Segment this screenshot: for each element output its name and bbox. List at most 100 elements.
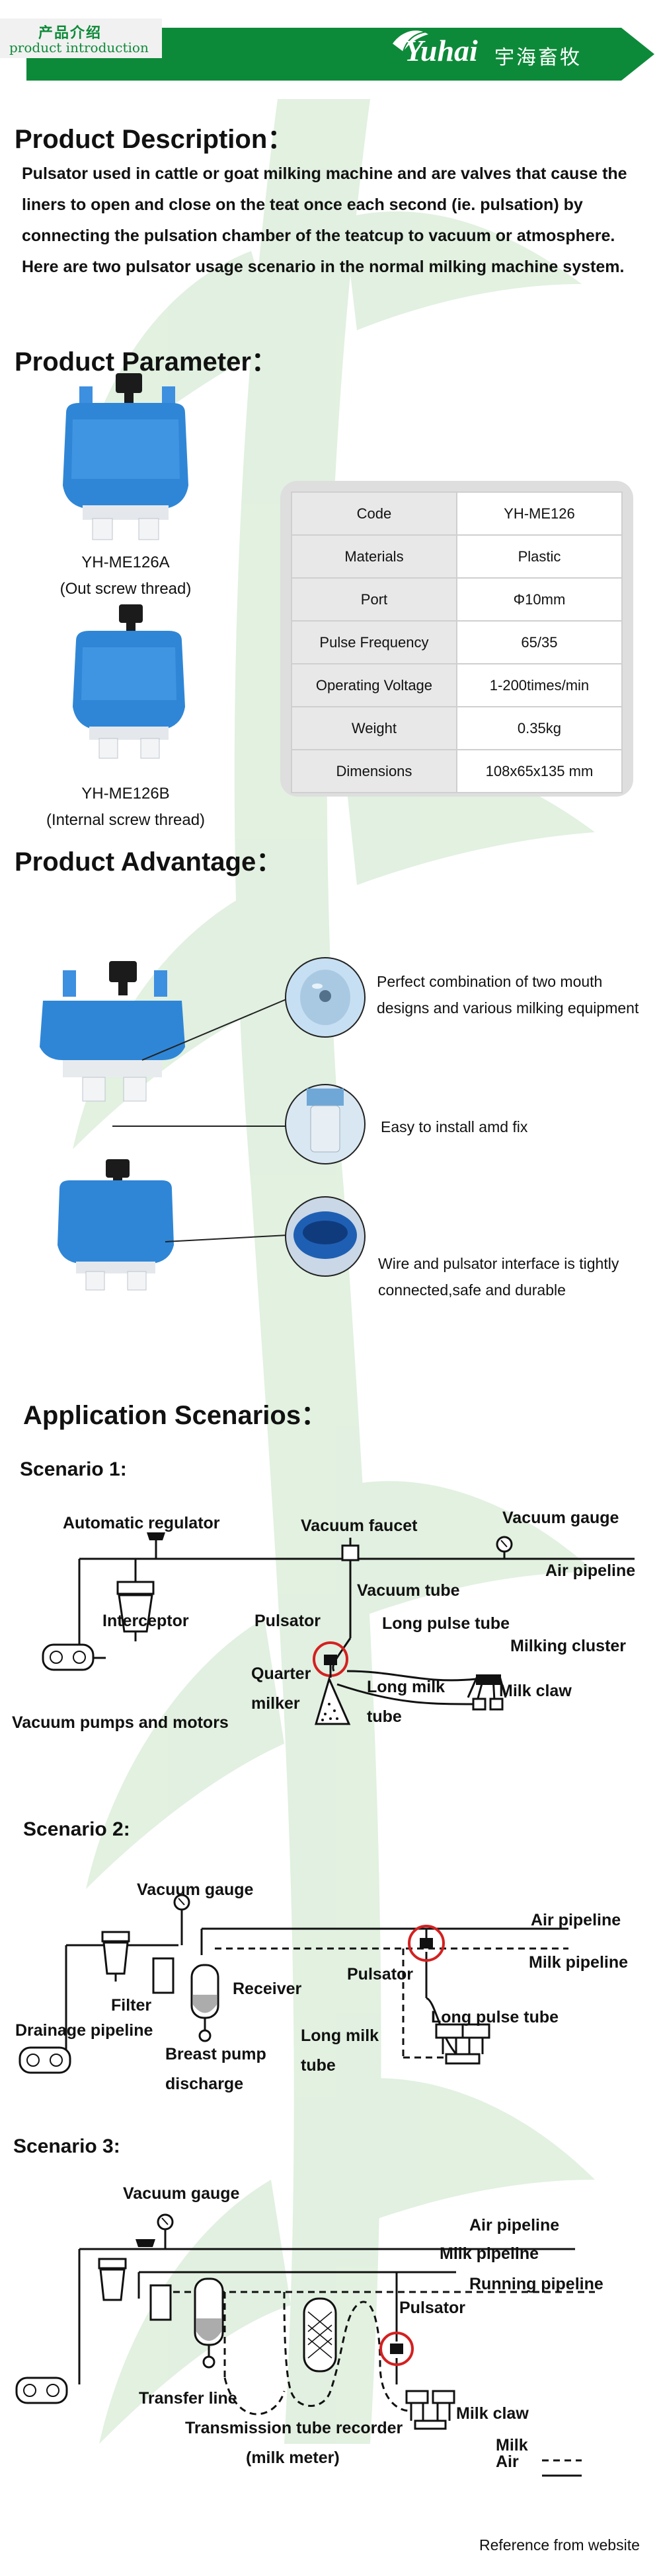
parameter-key-cell: Weight [291,706,457,750]
s2-vacuum-pump-icon [19,2046,71,2074]
parameter-value-cell: Plastic [455,534,623,579]
s1-vacuum-gauge-label: Vacuum gauge [502,1509,619,1527]
brand-chinese-text: 宇海畜牧 [494,46,582,69]
vacuum-gauge-icon [496,1536,513,1559]
header-green-arrow-bar [26,28,654,81]
advantage-item-1-line1: Perfect combination of two mouth [377,973,603,990]
product-introduction-badge: 产品介绍 product introduction [0,18,162,58]
parameter-key-cell: Materials [291,534,457,579]
advantage-item-2-line1: Easy to install amd fix [381,1118,528,1135]
advantage-pulsator-image-2 [58,1159,174,1291]
s2-milk-pipeline-label: Milk pipeline [529,1953,629,1972]
s1-pulsator-label: Pulsator [254,1612,321,1630]
s1-long-milk-tube-line2: tube [367,1707,402,1726]
s3-milk-meter-label: (milk meter) [246,2449,340,2467]
s3-running-pipeline-label: Running pipeline [469,2275,603,2293]
s1-long-pulse-tube-label: Long pulse tube [382,1614,510,1633]
s2-pulsator-icon [408,1925,445,1962]
badge-chinese-label: 产品介绍 [38,24,102,42]
advantage-item-1: Perfect combination of two mouth designs… [377,968,639,1021]
s3-transfer-line-label: Transfer line [139,2389,237,2408]
s1-air-pipeline-label: Air pipeline [545,1561,636,1580]
s2-pulsator-label: Pulsator [347,1965,414,1984]
s1-vacuum-pumps-label: Vacuum pumps and motors [12,1713,229,1732]
s2-breast-pump-line1: Breast pump [165,2045,266,2063]
advantage-item-1-line2: designs and various milking equipment [377,999,639,1017]
parameter-value-cell: 0.35kg [455,706,623,750]
s2-filter-label: Filter [111,1996,152,2015]
model-a-note: (Out screw thread) [59,580,192,598]
s3-milking-cluster-icon [405,2390,455,2430]
s2-receiver-label: Receiver [233,1980,302,1998]
s1-milking-cluster-label: Milking cluster [510,1637,627,1655]
s2-receiver-icon [190,1964,219,2042]
s3-filter-icon [98,2258,127,2301]
s1-milk-claw-label: Milk claw [499,1682,572,1700]
s2-long-pulse-tube-label: Long pulse tube [431,2008,559,2026]
product-description-text: Pulsator used in cattle or goat milking … [22,164,627,276]
s3-milk-claw-label: Milk claw [456,2404,529,2423]
application-scenarios-title: Application Scenarios： [23,1401,328,1430]
s2-trap-icon [152,1957,175,1994]
vacuum-pump-icon [42,1643,95,1671]
scenario-1-title: Scenario 1: [20,1458,127,1480]
s2-filter-icon [101,1931,130,1982]
s3-air-pipeline-label: Air pipeline [469,2216,560,2235]
s3-regulator-icon [136,2239,155,2247]
s1-long-milk-tube-label: Long milk tube [367,1672,445,1732]
s2-drainage-pipeline-label: Drainage pipeline [15,2021,153,2040]
brand-logo: Yuhai 宇海畜牧 [390,25,595,78]
s3-milk-meter-icon [303,2297,337,2373]
parameter-value-cell: Φ10mm [455,577,623,622]
advantage-item-3: Wire and pulsator interface is tightly c… [378,1250,619,1303]
s2-vacuum-gauge-icon [173,1894,190,1945]
product-advantage-title: Product Advantage： [15,847,283,877]
s2-long-milk-tube-line1: Long milk [301,2026,379,2045]
s2-breast-pump-label: Breast pump discharge [165,2040,266,2099]
model-b-note: (Internal screw thread) [46,811,206,829]
page-header: 产品介绍 product introduction Yuhai 宇海畜牧 [0,0,661,106]
s1-quarter-milker-label: Quarter milker [251,1659,311,1719]
s3-receiver-icon [194,2277,224,2369]
s2-long-milk-tube-label: Long milk tube [301,2021,379,2081]
advantage-item-3-line2: connected,safe and durable [378,1281,566,1299]
automatic-regulator-icon [147,1532,165,1559]
parameter-key-cell: Code [291,491,457,536]
parameter-value-cell: 108x65x135 mm [455,749,623,793]
s3-legend-lines [542,2459,582,2477]
s1-quarter-milker-line2: milker [251,1694,300,1713]
s2-vacuum-gauge-label: Vacuum gauge [137,1880,254,1899]
s3-vacuum-gauge-label: Vacuum gauge [123,2184,240,2203]
s3-recorder-label: Transmission tube recorder [185,2419,403,2437]
advantage-item-2: Easy to install amd fix [381,1114,527,1140]
scenario-3-title: Scenario 3: [13,2135,120,2157]
reference-note: Reference from website [479,2536,640,2554]
model-a-label: YH-ME126A [81,554,170,571]
parameter-key-cell: Port [291,577,457,622]
parameter-value-cell: 1-200times/min [455,663,623,707]
detail-circle-nozzle [285,1084,366,1164]
s3-vacuum-pump-icon [15,2377,68,2404]
brand-logo-text: Yuhai [405,34,478,67]
parameter-value-cell: 65/35 [455,620,623,664]
s3-trap-icon [149,2284,172,2321]
s2-long-milk-tube-line2: tube [301,2056,336,2075]
s3-legend-milk-label: Milk [496,2436,528,2454]
s1-quarter-milker-line1: Quarter [251,1664,311,1683]
advantage-item-3-line1: Wire and pulsator interface is tightly [378,1255,619,1272]
parameter-key-cell: Operating Voltage [291,663,457,707]
scenario-1-diagram [42,1532,635,1725]
pulsator-a-image [63,373,188,540]
vacuum-faucet-icon [341,1538,360,1561]
leaf-icon [393,30,428,52]
s1-long-milk-tube-line1: Long milk [367,1678,446,1696]
detail-circle-interface [285,1196,366,1277]
